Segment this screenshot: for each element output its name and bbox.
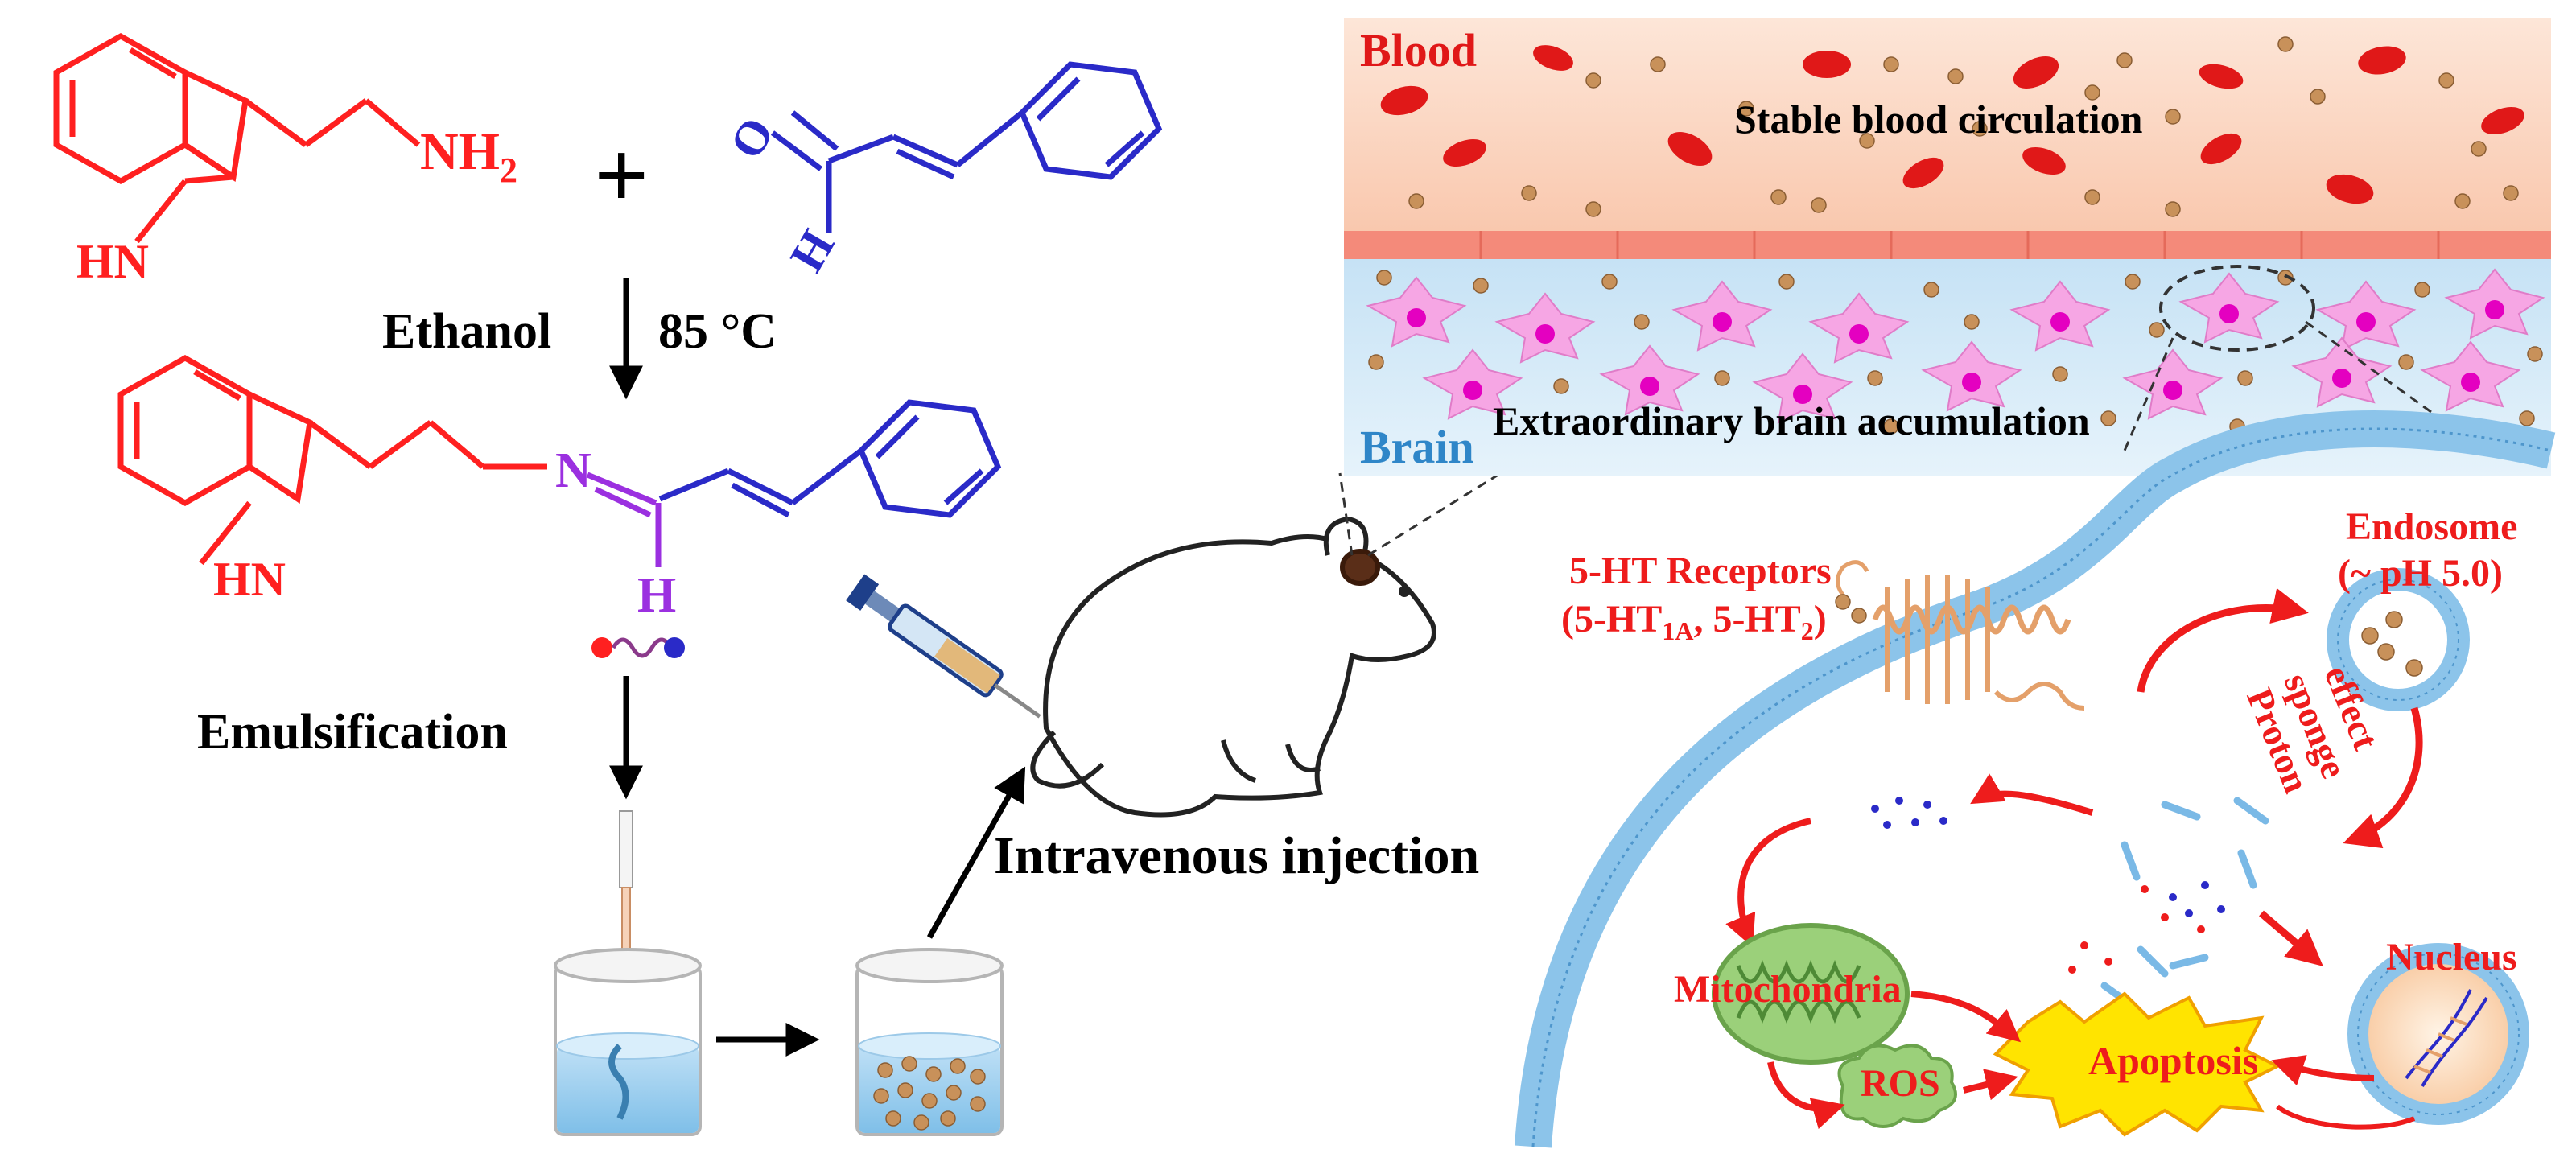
tryptamine-structure [53,32,421,185]
mitochondria [1712,923,1910,1065]
blood-caption: Stable blood circulation [1734,97,2143,142]
temperature-label: 85 °C [658,304,777,359]
endosome-nanoparticles [2361,611,2423,677]
brain-label: Brain [1360,421,1474,473]
nucleus-label: Nucleus [2386,936,2517,978]
ros-label: ROS [1861,1062,1940,1105]
receptors-label-line2: (5-HT1A, 5-HT2) [1561,598,1827,645]
aldehyde-o-label: O [719,109,784,167]
receptors-label-line1: 5-HT Receptors [1569,550,1832,592]
to-nucleus-arrow [2259,910,2323,966]
surfactant-icon [591,637,685,658]
beaker-nanoparticles [855,948,1004,1136]
zoom-line-right [1367,472,1502,557]
red-blood-cells [1380,45,2524,204]
dna-icon [2405,989,2488,1088]
bbb-panel: Blood Stable blood circulation Brain Ext… [1344,18,2551,476]
to-mito-arrow [1725,818,1811,948]
imine-product-structure [117,354,1002,567]
cinnamaldehyde-structure [770,61,1163,233]
to-cytosol-arrow [1970,773,2094,816]
proton-sponge-label: Proton sponge effect [2239,660,2387,798]
pipette-icon [619,810,633,974]
nucleus-to-apoptosis-arrow [2271,1055,2375,1086]
released-molecules [1871,797,2269,1010]
emulsification-label: Emulsification [197,705,508,760]
endosome-label-line1: Endosome [2346,505,2517,548]
solvent-label: Ethanol [382,304,551,359]
endosome-label-line2: (~ pH 5.0) [2338,552,2503,595]
zoom-line-left [1338,472,1354,556]
mito-to-apoptosis-arrow [1910,991,2022,1043]
cell-diagram: 5-HT Receptors (5-HT1A, 5-HT2) Endosome … [1515,410,2556,1148]
injection-arrow [926,766,1026,939]
mouse-illustration [1030,516,1436,818]
aldehyde-h-label: H [780,221,844,280]
ros-to-apoptosis-arrow [1963,1069,2018,1101]
endothelium-layer [1344,231,2551,259]
mito-to-ros-arrow [1767,1061,1845,1130]
apoptosis-burst [1993,991,2281,1137]
brain-nanoparticles [1368,270,2543,435]
apoptosis-label: Apoptosis [2088,1038,2258,1083]
zoom-line-cell-left [2123,337,2174,451]
uptake-arrow [2137,587,2309,693]
injection-label: Intravenous injection [994,826,1479,885]
ros-cloud [1837,1044,1957,1128]
imine-h-label: H [637,568,676,623]
reaction-scheme: NH2 HN + O H Ethanol 85 °C [53,32,1163,1136]
imine-n-label: N [555,443,591,498]
syringe-icon [846,574,1041,719]
mitochondria-label: Mitochondria [1674,968,1902,1011]
indole-nh-label-1: HN [76,235,149,288]
brain-caption: Extraordinary brain accumulation [1493,398,2090,443]
endothelial-cells [1479,231,2440,259]
indole-nh-label-2: HN [213,553,286,606]
blood-label: Blood [1360,24,1477,76]
amine-label: NH2 [420,122,517,190]
zoom-circle [2159,265,2315,352]
indole-n-bond [134,179,188,244]
escape-arrow [2343,706,2423,849]
beaker-emulsion [554,948,702,1136]
blood-nanoparticles [1408,36,2519,217]
indole-ring-bond [184,174,234,184]
plus-sign: + [594,122,649,229]
